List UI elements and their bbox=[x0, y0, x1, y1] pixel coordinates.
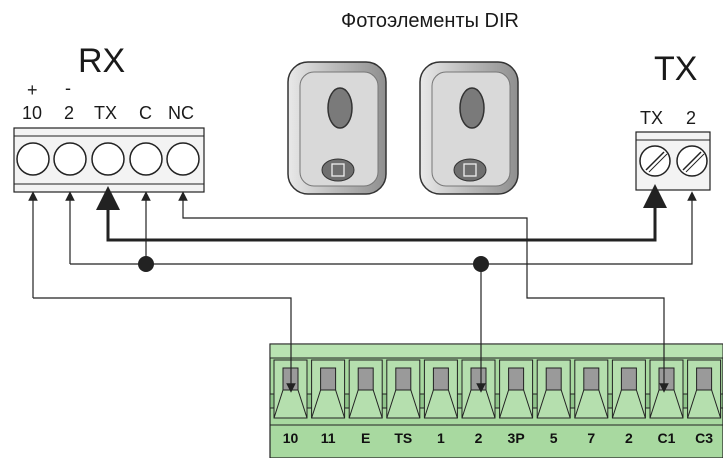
board-terminal-label: TS bbox=[394, 430, 413, 446]
rx-terminal-label: NC bbox=[168, 103, 194, 123]
junction-dot bbox=[473, 256, 489, 272]
board-terminal-slot bbox=[348, 359, 383, 419]
rx-terminal-screw bbox=[166, 142, 200, 176]
board-terminal-label: 2 bbox=[624, 430, 633, 446]
board-terminal-slot bbox=[311, 359, 346, 419]
junction-dot bbox=[138, 256, 154, 272]
board-terminal-label: 2 bbox=[474, 430, 483, 446]
tx-label: TX bbox=[654, 50, 698, 88]
rx-terminal-block bbox=[13, 127, 205, 193]
board-terminal-slot bbox=[499, 359, 534, 419]
rx-terminal-label: 2 bbox=[64, 103, 75, 123]
board-terminal-label: 1 bbox=[436, 430, 445, 446]
rx-terminal-screw bbox=[53, 142, 87, 176]
photocell-device-right bbox=[419, 61, 519, 195]
rx-terminal-label: C bbox=[139, 103, 152, 123]
board-terminal-slot bbox=[574, 359, 609, 419]
board-terminal-label: E bbox=[361, 430, 371, 446]
board-terminal-slot bbox=[611, 359, 646, 419]
photocell-device-left bbox=[287, 61, 387, 195]
rx-terminal-label: TX bbox=[94, 103, 118, 123]
wire-rx10-board10 bbox=[33, 297, 296, 393]
tx-terminal-label: TX bbox=[640, 108, 664, 128]
board-terminal-slot bbox=[423, 359, 458, 419]
board-terminal-label: C3 bbox=[695, 430, 714, 446]
board-terminal-slot bbox=[461, 359, 496, 419]
board-terminal-slot bbox=[687, 359, 722, 419]
tx-terminal-label: 2 bbox=[686, 108, 697, 128]
board-terminal-label: 10 bbox=[282, 430, 299, 446]
wire-rxnc-boardc1 bbox=[178, 191, 669, 393]
rx-label: RX bbox=[78, 42, 126, 80]
rx-terminal-screw bbox=[16, 142, 50, 176]
rx-minus-sign: - bbox=[65, 78, 71, 98]
board-terminal-label: 3P bbox=[507, 430, 525, 446]
board-terminal-slot bbox=[386, 359, 421, 419]
wire-common-2 bbox=[70, 191, 697, 265]
board-terminal-label: 11 bbox=[320, 430, 336, 446]
wiring bbox=[28, 184, 697, 393]
board-terminal-slot bbox=[536, 359, 571, 419]
board-terminal-label: 5 bbox=[549, 430, 558, 446]
rx-plus-sign: + bbox=[27, 80, 38, 100]
board-terminal-slot bbox=[649, 359, 684, 419]
rx-terminal-screw bbox=[91, 142, 125, 176]
rx-terminal-screw bbox=[129, 142, 163, 176]
board-terminal-label: C1 bbox=[657, 430, 676, 446]
board-terminal-label: 7 bbox=[587, 430, 596, 446]
tx-terminal-block bbox=[635, 131, 711, 191]
diagram-title: Фотоэлементы DIR bbox=[341, 10, 519, 32]
rx-terminal-label: 10 bbox=[22, 103, 43, 123]
